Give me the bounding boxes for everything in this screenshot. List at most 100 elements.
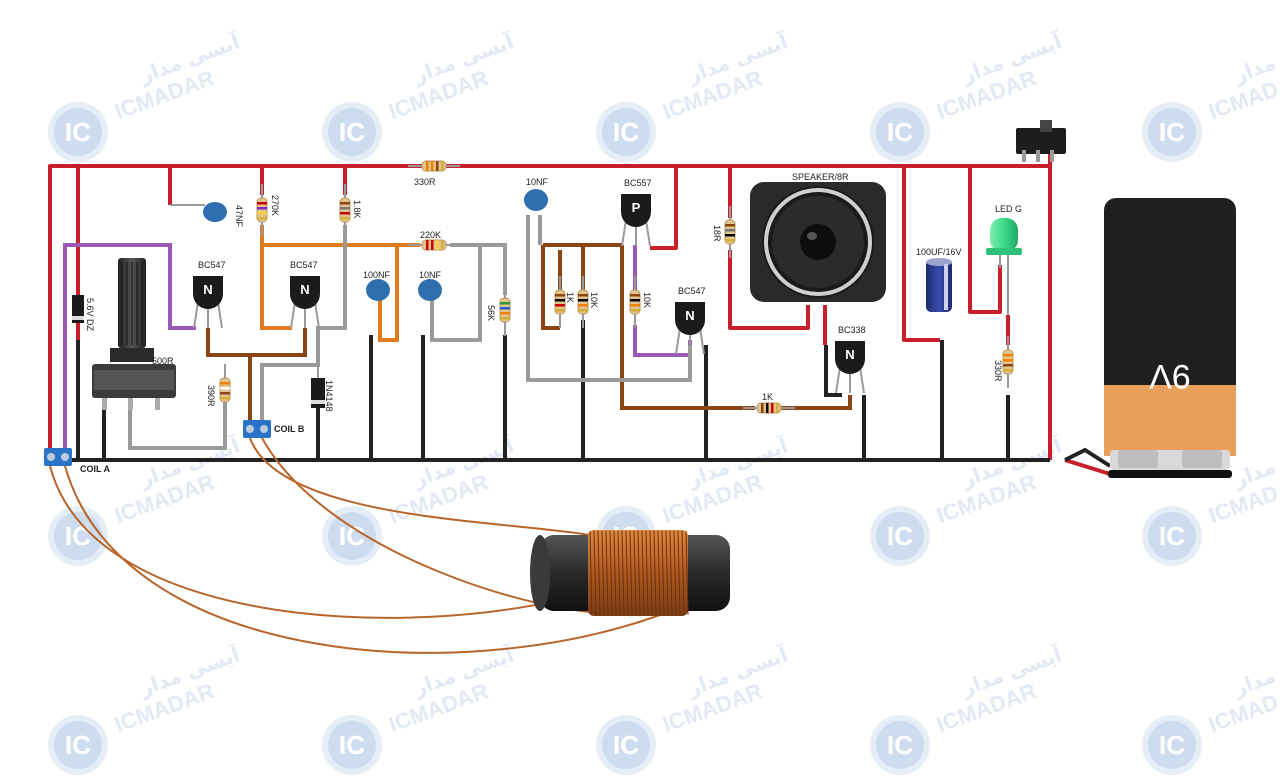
coil-a-terminal[interactable] — [44, 448, 72, 466]
watermark-logo: IC — [613, 117, 639, 147]
label-56k: 56K — [486, 305, 496, 321]
diode-1n4148 — [311, 365, 325, 408]
ferrite-coil — [530, 530, 730, 616]
label-electrolytic: 100UF/16V — [916, 247, 962, 257]
label-270k: 270K — [270, 195, 280, 216]
transistor-bc547-3: N — [675, 302, 705, 355]
potentiometer-500r[interactable] — [92, 258, 176, 410]
cap-10nf-mid — [418, 279, 442, 301]
label-zener: 5.6V DZ — [85, 298, 95, 332]
speaker — [750, 182, 886, 302]
labels: 330R 220K 10NF BC557 SPEAKER/8R LED G 10… — [80, 172, 1191, 474]
label-330r-led: 330R — [993, 360, 1003, 382]
transistor-bc547-2: N — [290, 276, 320, 329]
label-10k-b: 10K — [642, 292, 652, 308]
watermark-logo: IC — [1159, 521, 1185, 551]
label-bc547-1: BC547 — [198, 260, 226, 270]
resistor-220k — [408, 239, 460, 251]
resistor-330r-led — [1002, 336, 1014, 388]
label-bc547-2: BC547 — [290, 260, 318, 270]
watermark-logo: IC — [887, 730, 913, 760]
watermark-logo: IC — [65, 117, 91, 147]
label-coil-a: COIL A — [80, 464, 111, 474]
cap-47nf — [170, 202, 227, 222]
resistor-270k — [256, 184, 268, 236]
resistor-1k-low — [743, 402, 795, 414]
coil-wires — [49, 437, 661, 654]
transistor-bc557: P — [621, 194, 651, 247]
resistor-10k-a — [577, 276, 589, 328]
label-1k-low: 1K — [762, 392, 773, 402]
label-47nf: 47NF — [234, 205, 244, 228]
resistor-10k-b — [629, 276, 641, 328]
watermark-logo: IC — [613, 730, 639, 760]
watermark-logo: IC — [1159, 730, 1185, 760]
watermark-logo: IC — [1159, 117, 1185, 147]
label-10nf-top: 10NF — [526, 177, 549, 187]
transistor-type-letter: P — [632, 200, 641, 215]
label-1k-mid: 1K — [565, 292, 575, 303]
label-bc557: BC557 — [624, 178, 652, 188]
resistor-1k-mid — [554, 276, 566, 328]
transistor-type-letter: N — [845, 347, 854, 362]
label-10nf-mid: 10NF — [419, 270, 442, 280]
battery-9v — [1104, 198, 1236, 478]
watermark-logo: IC — [339, 521, 365, 551]
transistor-bc547-1: N — [193, 276, 223, 329]
watermark-logo: IC — [65, 730, 91, 760]
ground-rail — [65, 320, 1112, 468]
label-330r-top: 330R — [414, 177, 436, 187]
watermark-logo: IC — [65, 521, 91, 551]
transistor-bc338: N — [835, 341, 865, 394]
led-green — [986, 218, 1022, 315]
resistor-330r-top — [408, 160, 460, 172]
resistor-56k — [499, 284, 511, 336]
label-1-8k: 1.8K — [352, 200, 362, 219]
transistor-type-letter: N — [203, 282, 212, 297]
transistor-layer: N N P N N — [193, 194, 865, 394]
resistor-layer — [219, 160, 1014, 416]
label-pot: 500R — [152, 356, 174, 366]
cap-100nf — [366, 279, 390, 301]
label-1n4148: 1N4148 — [324, 380, 334, 412]
label-bc338: BC338 — [838, 325, 866, 335]
cap-10nf-top — [524, 189, 548, 211]
label-led: LED G — [995, 204, 1022, 214]
watermark-logo: IC — [887, 521, 913, 551]
label-18r: 18R — [712, 225, 722, 242]
zener-diode — [72, 295, 84, 323]
label-speaker: SPEAKER/8R — [792, 172, 849, 182]
battery-label: 9V — [1149, 357, 1191, 395]
coil-b-terminal[interactable] — [243, 420, 271, 438]
electrolytic-capacitor — [926, 258, 952, 312]
transistor-type-letter: N — [685, 308, 694, 323]
label-bc547-3: BC547 — [678, 286, 706, 296]
label-coil-b: COIL B — [274, 424, 305, 434]
label-220k: 220K — [420, 230, 441, 240]
power-switch[interactable] — [1016, 120, 1066, 162]
resistor-18r — [724, 206, 736, 258]
label-100nf: 100NF — [363, 270, 391, 280]
watermark-logo: IC — [339, 730, 365, 760]
watermark-logo: IC — [339, 117, 365, 147]
gray-wires — [128, 215, 692, 450]
transistor-type-letter: N — [300, 282, 309, 297]
label-10k-a: 10K — [589, 292, 599, 308]
label-390r: 390R — [206, 385, 216, 407]
watermark-logo: IC — [887, 117, 913, 147]
orange-wires — [260, 225, 420, 342]
resistor-1-8k — [339, 184, 351, 236]
